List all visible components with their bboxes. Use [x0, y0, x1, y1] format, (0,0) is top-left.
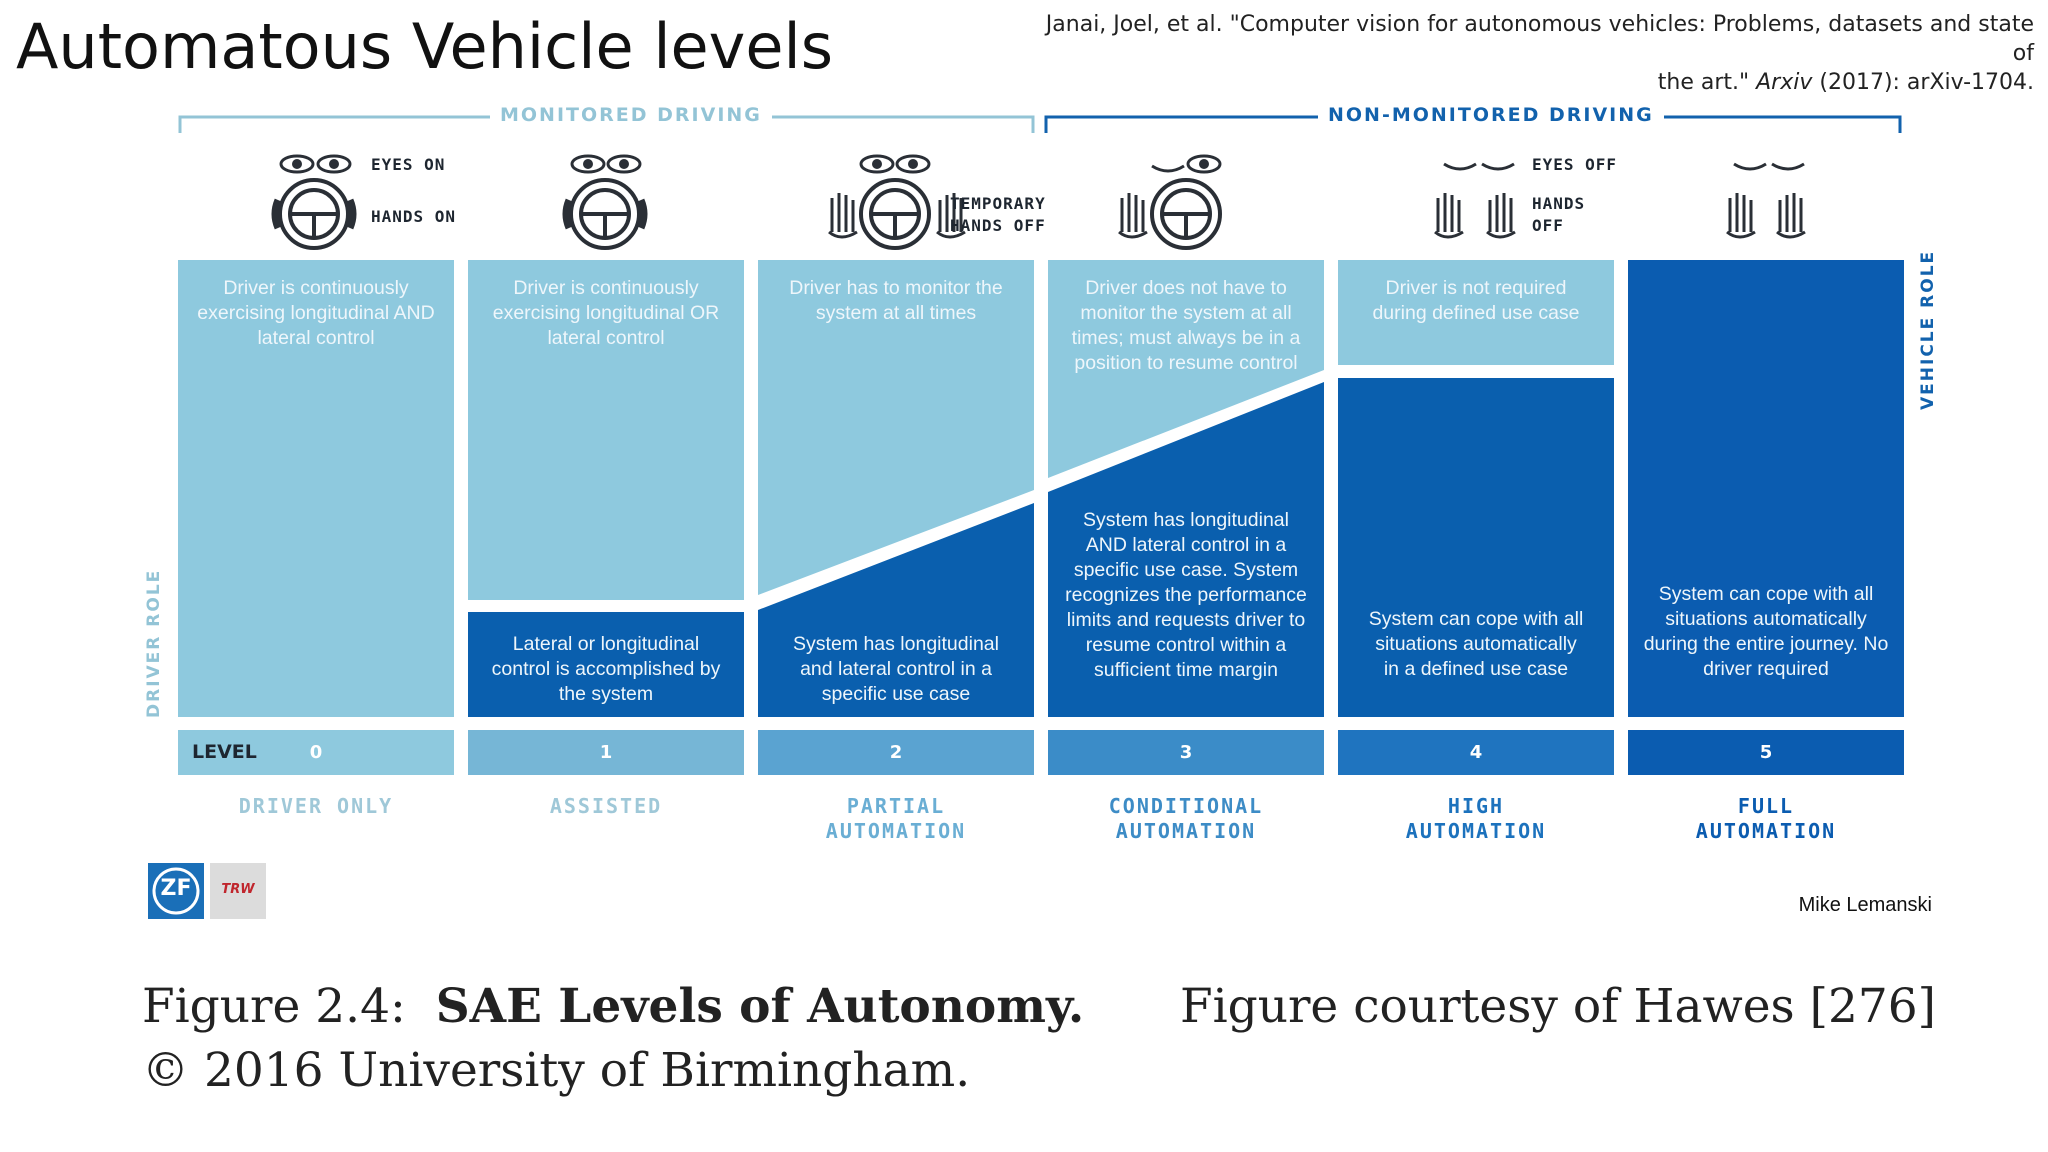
level-4-category-line2: AUTOMATION [1405, 819, 1547, 843]
level-0-driver-text: Driver is continuously exercising longit… [197, 277, 435, 349]
level-1-category-line1: ASSISTED [549, 794, 663, 818]
caption-rest: Figure courtesy of Hawes [276] [1179, 979, 1936, 1034]
steering-wheel-icon-2 [859, 178, 931, 250]
level-2-number: 2 [889, 742, 903, 763]
level-3-vehicle-text: System has longitudinal AND lateral cont… [1065, 509, 1307, 681]
level-3-vehicle-area [1048, 382, 1324, 717]
non-monitored-driving-label: NON-MONITORED DRIVING [1318, 104, 1664, 126]
level-4-driver-text: Driver is not required during defined us… [1372, 277, 1580, 324]
caption-line-1: Figure 2.4: SAE Levels of Autonomy. Figu… [142, 975, 1936, 1039]
level-0-category-line1: DRIVER ONLY [238, 794, 394, 818]
monitored-driving-label: MONITORED DRIVING [490, 104, 772, 126]
level-1-vehicle-text: Lateral or longitudinal control is accom… [491, 633, 721, 705]
eyes-on-label: EYES ON [371, 155, 446, 174]
level-1-category: ASSISTED [468, 794, 744, 819]
caption-prefix: Figure 2.4: [142, 979, 406, 1034]
citation-line-1: Janai, Joel, et al. "Computer vision for… [1045, 12, 2034, 66]
level-3-driver-area [1048, 260, 1324, 478]
hands-icon-2 [828, 193, 966, 239]
author-name: Mike Lemanski [1798, 894, 1932, 916]
vehicle-role-label: VEHICLE ROLE [1918, 249, 1938, 410]
level-0-number: 0 [309, 742, 323, 763]
level-4-vehicle-text: System can cope with all situations auto… [1368, 608, 1584, 680]
level-5-number: 5 [1759, 742, 1773, 763]
eyes-half-icon-3 [1151, 154, 1222, 174]
hands-icon-3 [1118, 193, 1148, 239]
hands-icon-4 [1434, 193, 1516, 239]
level-2-category-line1: PARTIAL [846, 794, 946, 818]
hands-label: HANDS [1532, 194, 1586, 213]
level-4-number: 4 [1469, 742, 1483, 763]
citation-line-2: the art." Arxiv (2017): arXiv-1704. [1034, 68, 2034, 97]
level-5-category-line2: AUTOMATION [1695, 819, 1837, 843]
level-1-vehicle-area [468, 612, 744, 717]
caption-line-2: © 2016 University of Birmingham. [142, 1043, 971, 1098]
citation-journal: Arxiv [1756, 70, 1813, 95]
citation-title-end: the art." [1657, 70, 1750, 95]
level-1-box: 1 [468, 730, 744, 775]
trw-logo-text: TRW [221, 882, 255, 897]
level-2-box: 2 [758, 730, 1034, 775]
steering-wheel-icon-3 [1150, 178, 1222, 250]
level-1-driver-text: Driver is continuously exercising longit… [492, 277, 720, 349]
citation-year: (2017): arXiv-1704. [1819, 70, 2034, 95]
level-3-number: 3 [1179, 742, 1193, 763]
hands-off-temporary-label: HANDS OFF [950, 216, 1046, 235]
zf-logo-icon [148, 863, 204, 919]
slide-title: Automatous Vehicle levels [16, 10, 834, 83]
level-4-driver-area [1338, 260, 1614, 365]
level-2-vehicle-text: System has longitudinal and lateral cont… [793, 633, 999, 705]
level-2-driver-area [758, 260, 1034, 595]
level-3-box: 3 [1048, 730, 1324, 775]
level-label: LEVEL [192, 741, 257, 763]
level-4-category-line1: HIGH [1447, 794, 1505, 818]
eyes-open-icon-1 [570, 154, 642, 174]
level-0-driver-area [178, 260, 454, 717]
level-2-category-line2: AUTOMATION [825, 819, 967, 843]
hands-icon-5 [1726, 193, 1806, 239]
figure-caption: Figure 2.4: SAE Levels of Autonomy. Figu… [142, 975, 1936, 1103]
level-5-box: 5 [1628, 730, 1904, 775]
zf-logo-text: ZF [160, 876, 192, 901]
hands-on-label: HANDS ON [371, 207, 457, 226]
level-3-category-line1: CONDITIONAL [1108, 794, 1264, 818]
steering-wheel-icon-0 [271, 178, 357, 250]
level-0-box: LEVEL 0 [178, 730, 454, 775]
temporary-label: TEMPORARY [950, 194, 1046, 213]
level-2-vehicle-area [758, 503, 1034, 717]
steering-wheel-icon-1 [562, 178, 648, 250]
level-1-number: 1 [599, 742, 613, 763]
eyes-off-label: EYES OFF [1532, 155, 1618, 174]
level-2-driver-text: Driver has to monitor the system at all … [789, 277, 1003, 324]
level-5-category-line1: FULL [1737, 794, 1795, 818]
eyes-closed-icon-4 [1443, 162, 1515, 171]
trw-logo-icon [210, 863, 266, 919]
level-3-driver-text: Driver does not have to monitor the syst… [1071, 277, 1301, 374]
level-0-category: DRIVER ONLY [178, 794, 454, 819]
citation: Janai, Joel, et al. "Computer vision for… [1034, 10, 2034, 97]
eyes-closed-icon-5 [1733, 162, 1805, 171]
driver-role-label: DRIVER ROLE [144, 568, 164, 718]
eyes-open-icon-0 [279, 154, 352, 174]
level-5-vehicle-area [1628, 260, 1904, 717]
level-5-vehicle-text: System can cope with all situations auto… [1643, 583, 1889, 680]
caption-bold: SAE Levels of Autonomy. [435, 979, 1085, 1034]
level-1-driver-area [468, 260, 744, 600]
level-3-category-line2: AUTOMATION [1115, 819, 1257, 843]
level-4-box: 4 [1338, 730, 1614, 775]
eyes-open-icon-2 [859, 154, 931, 174]
level-4-vehicle-area [1338, 378, 1614, 717]
off-label: OFF [1532, 216, 1564, 235]
